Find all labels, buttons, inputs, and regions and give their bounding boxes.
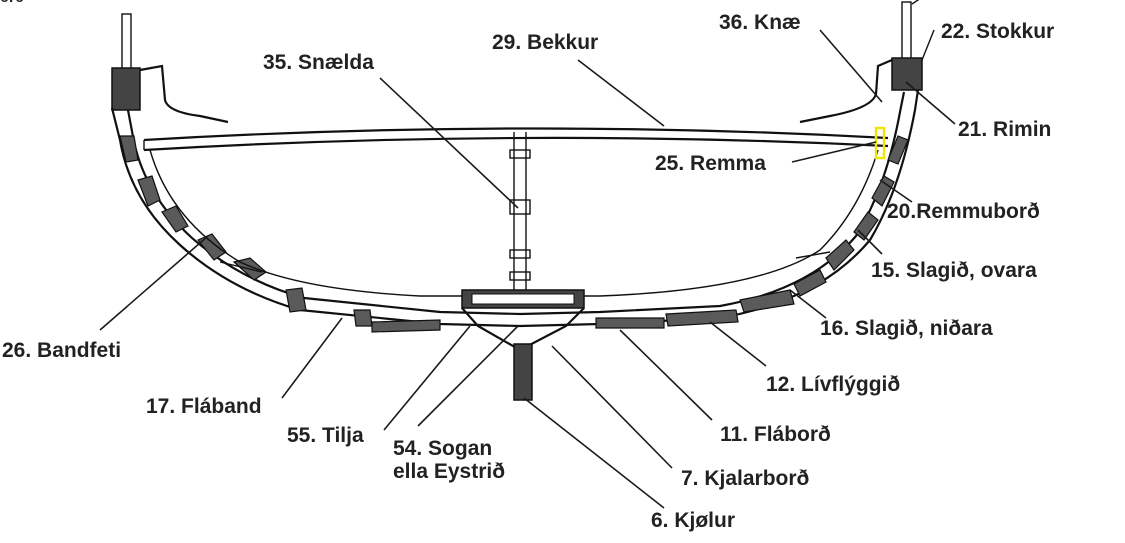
label-sogan-line1: 54. Sogan: [393, 437, 493, 460]
label-kjolur: 6. Kjølur: [651, 509, 736, 532]
label-flaband: 17. Fláband: [146, 395, 262, 418]
label-bekkur: 29. Bekkur: [492, 31, 599, 54]
keel-assembly: [461, 289, 585, 401]
label-rimin: 21. Rimin: [958, 118, 1052, 141]
label-remmubord: 20.Remmuborð: [887, 200, 1040, 223]
label-knae: 36. Knæ: [719, 11, 801, 34]
label-remma: 25. Remma: [655, 152, 766, 175]
corner-fragment: ərə: [0, 0, 24, 10]
label-bandfeti: 26. Bandfeti: [2, 339, 122, 362]
remma-highlight: [874, 126, 886, 160]
left-gunwale: [111, 13, 229, 124]
label-flabord: 11. Fláborð: [720, 423, 831, 446]
label-tilja: 55. Tilja: [287, 424, 364, 447]
center-pillar: [509, 132, 531, 290]
label-livflyggid: 12. Lívflýggið: [766, 373, 901, 396]
label-slagid-nidara: 16. Slagið, niðara: [820, 317, 993, 340]
label-snaelda: 35. Snælda: [263, 51, 374, 74]
label-slagid-ovara: 15. Slagið, ovara: [871, 259, 1037, 282]
label-sogan-line2: ella Eystrið: [393, 460, 506, 483]
leader-lines: [99, 29, 956, 509]
label-stokkur: 22. Stokkur: [941, 20, 1055, 43]
right-gunwale: [799, 0, 935, 124]
hull-shell: [110, 89, 920, 333]
label-kjalarbord: 7. Kjalarborð: [681, 467, 810, 490]
thwart: [143, 127, 889, 152]
